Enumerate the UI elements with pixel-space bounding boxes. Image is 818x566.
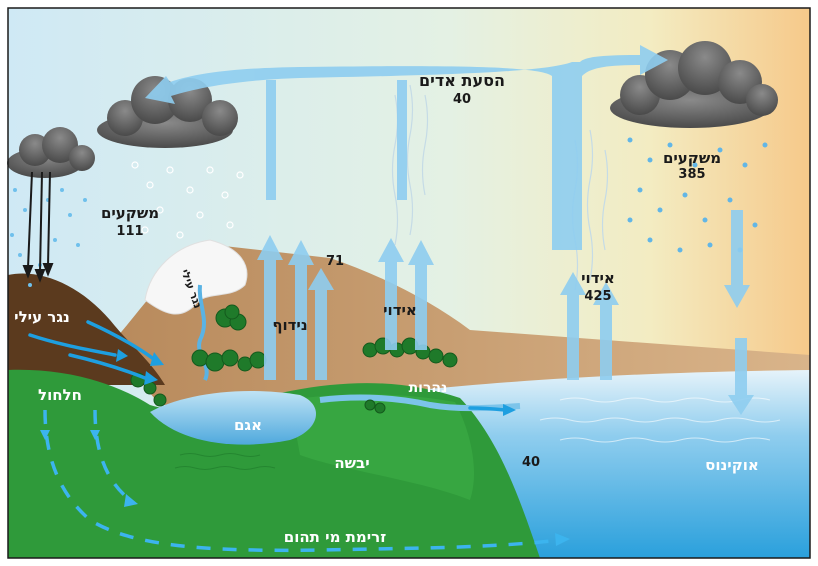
evaporation-arrow-2 (288, 240, 314, 380)
precip-arrow-ocean-2 (728, 338, 754, 415)
label-evaporation-land: אידוי (383, 301, 417, 319)
snow-cap (144, 239, 248, 315)
evaporation-arrow-5 (408, 240, 434, 350)
trees (130, 304, 458, 414)
mountain (110, 245, 810, 405)
vapor-wisps (391, 84, 609, 291)
flux-arrows (145, 45, 754, 415)
evaporation-arrow-7 (593, 282, 619, 380)
label-ocean: אוקינוס (705, 456, 759, 474)
groundwater-arrows (43, 409, 561, 553)
frame (7, 7, 811, 559)
runoff-arrowheads (116, 349, 516, 416)
label-precip-ocean: משקעים (663, 149, 721, 167)
rain-arrows-left (22, 171, 54, 283)
mountain-stream (197, 284, 209, 381)
lake (150, 391, 317, 445)
precip-arrow-ocean-1 (724, 210, 750, 308)
lake-ripples (174, 453, 276, 470)
evaporation-arrow-6 (560, 272, 586, 380)
evaporation-arrow-1 (257, 235, 283, 380)
evaporation-arrow-4 (378, 238, 404, 350)
label-precip-left-value: 111 (116, 224, 143, 239)
land-highlight (290, 394, 475, 500)
label-sublimation-value: 71 (326, 254, 344, 269)
label-rivers: נהרות (409, 380, 448, 396)
label-advection: הסעת אדים (419, 71, 505, 90)
label-evaporation-ocean-value: 425 (584, 289, 611, 304)
label-precip-ocean-value: 385 (678, 167, 705, 182)
cloud-far-left (7, 127, 95, 178)
label-runoff-value: 40 (522, 455, 540, 470)
label-land: יבשה (334, 454, 369, 472)
label-lake: אגם (234, 416, 262, 434)
label-snow-slope: נגר עילי (14, 308, 70, 326)
groundwater-arrowheads (40, 430, 570, 546)
runoff-arrows (28, 320, 507, 412)
cloud-left (97, 76, 238, 148)
label-infiltration: חלחול (38, 386, 82, 404)
label-transpiration: נידוף (272, 316, 307, 334)
label-groundwater: זרימת מי תהום (284, 528, 386, 546)
label-advection-value: 40 (453, 92, 471, 107)
evaporation-arrow-3 (308, 268, 334, 380)
snowfall (131, 161, 244, 239)
label-evaporation-ocean: אידוי (581, 269, 615, 287)
label-precip-left: משקעים (101, 204, 159, 222)
